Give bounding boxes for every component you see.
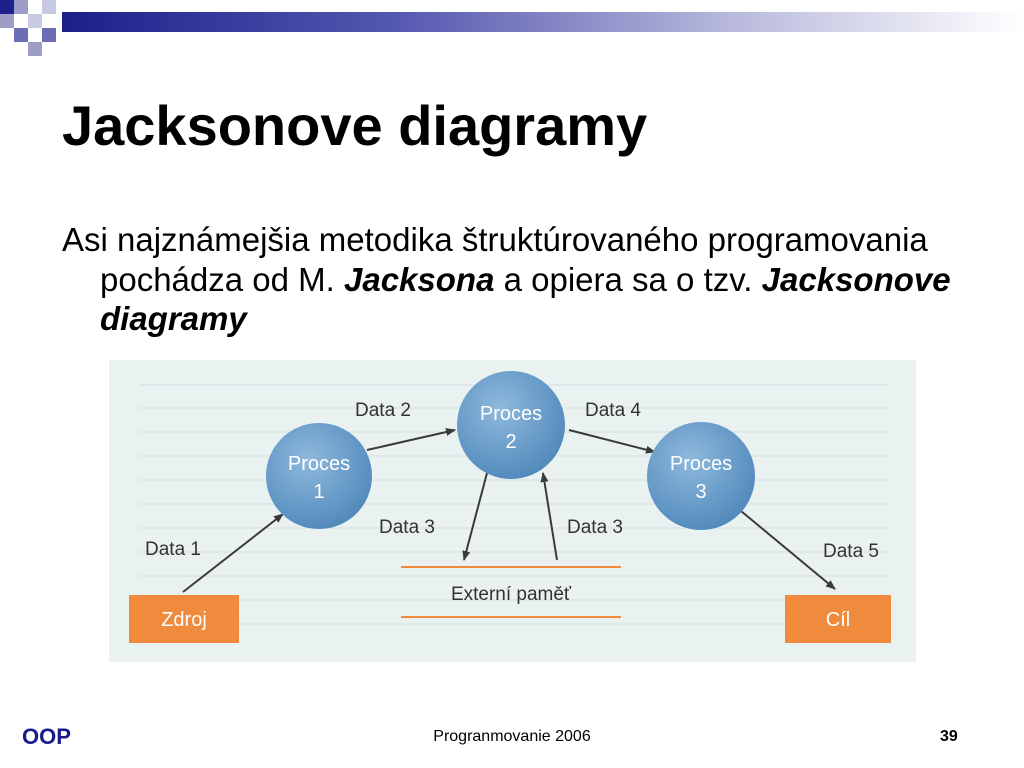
- decorative-squares: [0, 0, 90, 70]
- arrow-data-5: [740, 510, 836, 590]
- flow-label-data-5: Data 5: [823, 541, 879, 562]
- process-3-number: 3: [695, 481, 706, 503]
- process-3-circle: [647, 422, 755, 530]
- body-text-part-1: Asi najznámejšia metodika štruktúrovanéh…: [62, 221, 928, 298]
- store-label: Externí paměť: [451, 584, 572, 605]
- process-1-number: 1: [313, 481, 324, 503]
- flow-label-data-3-left: Data 3: [379, 517, 435, 538]
- process-3: Proces 3: [647, 422, 755, 530]
- arrow-data-1: [182, 513, 284, 593]
- process-1-label: Proces: [288, 453, 350, 475]
- slide-title: Jacksonove diagramy: [62, 94, 648, 157]
- diagram-canvas: Proces 1 Proces 2 Proces 3 Zdroj Cíl Ext…: [109, 360, 916, 662]
- source-box-label: Zdroj: [161, 609, 207, 631]
- process-1-circle: [266, 423, 372, 529]
- process-2-circle: [457, 371, 565, 479]
- arrow-data-3-up: [540, 472, 558, 561]
- process-2: Proces 2: [457, 371, 565, 479]
- process-3-label: Proces: [670, 453, 732, 475]
- body-emphasis-diagramy: Jacksonove diagramy: [100, 260, 951, 338]
- body-text-part-2: a opiera sa o tzv.: [494, 260, 762, 298]
- footer-page-number: 39: [940, 728, 958, 745]
- header-gradient-bar: [62, 12, 1024, 32]
- flow-label-data-4: Data 4: [585, 400, 641, 421]
- process-2-label: Proces: [480, 403, 542, 425]
- flow-label-data-3-right: Data 3: [567, 517, 623, 538]
- flow-label-data-2: Data 2: [355, 400, 411, 421]
- arrow-data-2: [366, 428, 456, 451]
- source-box: Zdroj: [129, 595, 239, 643]
- process-1: Proces 1: [266, 423, 372, 529]
- body-emphasis-jacksona: Jacksona: [344, 260, 495, 298]
- jackson-diagram: Proces 1 Proces 2 Proces 3 Zdroj Cíl Ext…: [109, 360, 916, 662]
- source-box-rect: [129, 595, 239, 643]
- flow-label-data-1: Data 1: [145, 539, 201, 560]
- target-box: Cíl: [785, 595, 891, 643]
- external-memory-store: Externí paměť: [401, 566, 621, 618]
- footer-title: Progranmovanie 2006: [433, 728, 591, 745]
- arrow-data-3-down: [462, 472, 488, 561]
- slide-body-text: Asi najznámejšia metodika štruktúrovanéh…: [62, 220, 980, 339]
- target-box-rect: [785, 595, 891, 643]
- footer-course-label: OOP: [22, 724, 71, 749]
- target-box-label: Cíl: [826, 609, 850, 631]
- arrow-data-4: [568, 429, 656, 454]
- process-2-number: 2: [505, 431, 516, 453]
